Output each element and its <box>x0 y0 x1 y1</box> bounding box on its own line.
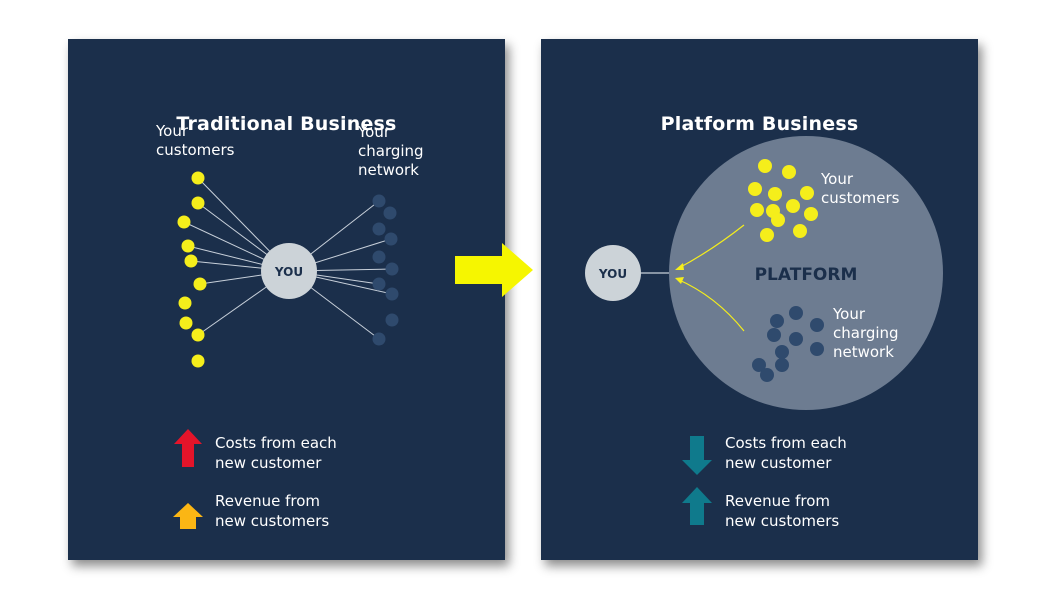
customer-dot <box>748 182 762 196</box>
platform-customer-dots <box>748 159 818 242</box>
network-dot <box>372 222 386 236</box>
customers-label: Your customers <box>156 122 235 159</box>
platform-title: Platform Business <box>660 113 859 135</box>
network-label: Your charging network <box>833 305 899 361</box>
arrowhead-icon <box>675 277 684 284</box>
network-dot <box>775 358 789 372</box>
customer-dot <box>181 239 195 253</box>
legend-costs-text: Costs from each new customer <box>725 434 847 472</box>
network-dot <box>372 194 386 208</box>
network-dot <box>372 277 386 291</box>
customer-dot <box>193 277 207 291</box>
customer-dot <box>768 187 782 201</box>
network-dot <box>383 206 397 220</box>
customer-dot <box>191 354 205 368</box>
transition-arrow-icon <box>455 243 533 297</box>
network-dot <box>770 314 784 328</box>
network-dot <box>810 342 824 356</box>
legend-revenue-text: Revenue from new customers <box>215 492 330 530</box>
you-node-label: YOU <box>598 267 627 281</box>
platform-business-panel: Platform Business YOU PLATFORM Your cust… <box>541 39 978 560</box>
arrowhead-icon <box>675 263 684 270</box>
customer-dot <box>750 203 764 217</box>
customer-dot <box>177 215 191 229</box>
platform-network-dots <box>752 306 824 382</box>
down-arrow-icon <box>682 436 712 475</box>
network-dot <box>372 332 386 346</box>
legend-costs-text: Costs from each new customer <box>215 434 337 472</box>
customer-dot <box>191 171 205 185</box>
up-arrow-icon <box>174 429 202 467</box>
network-dot <box>767 328 781 342</box>
customer-dot <box>786 199 800 213</box>
network-dot <box>385 313 399 327</box>
up-arrow-icon <box>173 503 203 529</box>
customer-dot <box>782 165 796 179</box>
you-node-label: YOU <box>274 265 303 279</box>
you-node <box>261 243 317 299</box>
platform-label: PLATFORM <box>755 265 858 285</box>
customer-dot <box>800 186 814 200</box>
flow-arrow-network <box>676 278 745 332</box>
network-dot <box>810 318 824 332</box>
you-node <box>585 245 641 301</box>
traditional-business-panel: Traditional Business YOU Your customers … <box>68 39 505 560</box>
platform-circle <box>669 136 943 410</box>
customer-dot <box>758 159 772 173</box>
customer-dot <box>191 196 205 210</box>
network-dot <box>372 250 386 264</box>
platform-diagram: YOU PLATFORM <box>585 136 943 525</box>
network-dot <box>789 332 803 346</box>
customer-dot <box>771 213 785 227</box>
network-dot <box>752 358 766 372</box>
network-dot <box>775 345 789 359</box>
network-dot <box>384 232 398 246</box>
customer-dot <box>793 224 807 238</box>
network-dot <box>385 287 399 301</box>
customer-dot <box>178 296 192 310</box>
customer-dot <box>184 254 198 268</box>
customer-dot <box>179 316 193 330</box>
up-arrow-icon <box>682 487 712 525</box>
traditional-network-dots <box>372 194 399 346</box>
network-dot <box>760 368 774 382</box>
customer-dot <box>191 328 205 342</box>
network-dot <box>385 262 399 276</box>
network-dot <box>789 306 803 320</box>
traditional-diagram: YOU <box>173 171 399 529</box>
customer-dot <box>804 207 818 221</box>
customers-label: Your customers <box>821 170 900 207</box>
network-label: Your charging network <box>358 123 424 179</box>
traditional-title: Traditional Business <box>176 113 397 135</box>
customer-dot <box>760 228 774 242</box>
traditional-customer-dots <box>177 171 207 368</box>
legend-revenue-text: Revenue from new customers <box>725 492 840 530</box>
